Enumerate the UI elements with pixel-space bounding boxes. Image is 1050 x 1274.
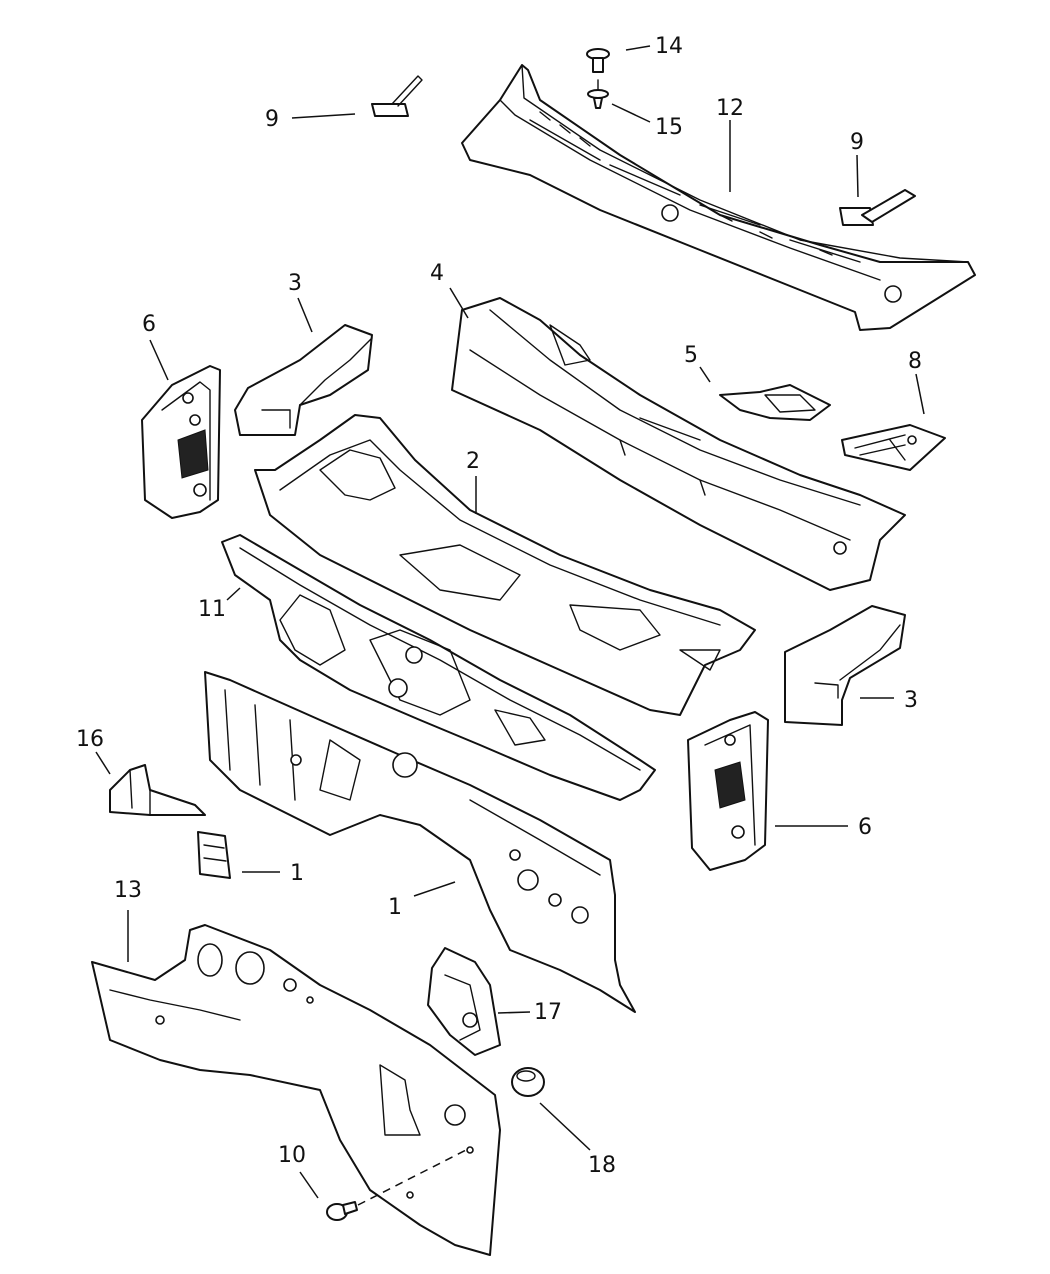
part-17-reinforcement <box>427 947 501 1056</box>
callout-18: 18 <box>588 1153 616 1178</box>
part-1-small-pad <box>197 831 231 879</box>
part-15-clip <box>587 79 609 109</box>
callout-2: 2 <box>466 449 480 474</box>
part-6-side-panel-left <box>141 365 221 519</box>
part-12-cowl-top-panel <box>461 64 976 331</box>
part-11-dash-upper-panel <box>221 534 656 801</box>
callout-17: 17 <box>534 1000 562 1025</box>
callout-11: 11 <box>198 597 226 622</box>
callout-3-upper: 3 <box>288 271 302 296</box>
part-1-dash-panel <box>204 671 636 1013</box>
callout-16: 16 <box>76 727 104 752</box>
callout-10: 10 <box>278 1143 306 1168</box>
callout-9-left: 9 <box>265 107 279 132</box>
part-14-bolt <box>586 48 610 73</box>
callout-labels: 14 9 15 12 9 3 4 6 5 8 2 11 3 16 6 1 1 1… <box>76 34 922 1178</box>
part-9-seal-left <box>371 75 423 117</box>
part-3-side-bracket-right <box>784 605 906 726</box>
leader-lines <box>95 45 925 1199</box>
part-9-seal-right <box>839 189 916 226</box>
callout-1-dash: 1 <box>388 895 402 920</box>
part-3-side-bracket-left <box>234 324 373 436</box>
part-18-grommet <box>511 1067 545 1097</box>
callout-13: 13 <box>114 878 142 903</box>
callout-14: 14 <box>655 34 683 59</box>
part-2-plenum-panel <box>254 414 756 716</box>
callout-9-right: 9 <box>850 130 864 155</box>
callout-5: 5 <box>684 343 698 368</box>
part-5-bracket <box>719 384 831 421</box>
part-16-bracket <box>109 764 206 816</box>
callout-6-right: 6 <box>858 815 872 840</box>
part-6-side-panel-right <box>687 711 769 871</box>
callout-8: 8 <box>908 349 922 374</box>
part-10-push-pin <box>326 1147 471 1221</box>
callout-15: 15 <box>655 115 683 140</box>
callout-1-small: 1 <box>290 861 304 886</box>
part-8-bracket <box>841 424 946 471</box>
part-4-cowl-inner-panel <box>451 297 906 591</box>
callout-12: 12 <box>716 96 744 121</box>
part-13-dash-insulator <box>91 924 501 1256</box>
callout-4: 4 <box>430 261 444 286</box>
callout-3-lower: 3 <box>904 688 918 713</box>
callout-6-left: 6 <box>142 312 156 337</box>
